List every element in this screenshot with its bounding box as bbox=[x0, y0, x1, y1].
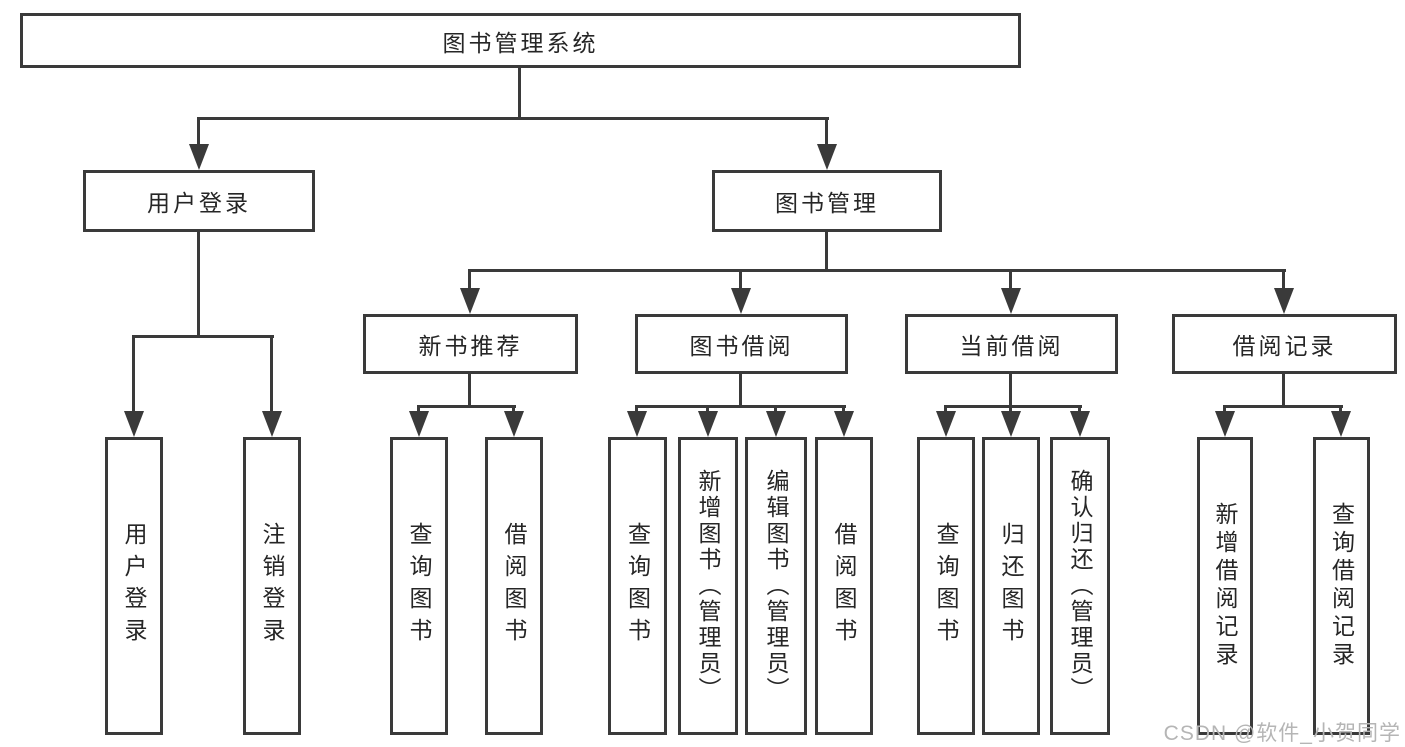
leaf-label: 查询图书 bbox=[406, 522, 432, 650]
leaf-confirm-return-admin: 确认归还（管理员） bbox=[1050, 437, 1110, 735]
arrow-down-icon bbox=[189, 144, 209, 170]
connector-line bbox=[842, 405, 845, 414]
arrow-down-icon bbox=[627, 411, 647, 437]
leaf-query-books-newbook: 查询图书 bbox=[390, 437, 448, 735]
arrow-down-icon bbox=[504, 411, 524, 437]
csdn-watermark: CSDN @软件_小贺同学 bbox=[1163, 722, 1401, 745]
connector-line bbox=[739, 269, 742, 290]
node-user-login: 用户登录 bbox=[83, 170, 315, 232]
connector-line bbox=[1009, 374, 1012, 408]
node-book-borrowing: 图书借阅 bbox=[635, 314, 848, 374]
leaf-add-borrow-record: 新增借阅记录 bbox=[1197, 437, 1253, 735]
arrow-down-icon bbox=[834, 411, 854, 437]
connector-line bbox=[944, 405, 1082, 408]
connector-line bbox=[1009, 269, 1012, 290]
connector-line bbox=[774, 405, 777, 414]
arrow-down-icon bbox=[936, 411, 956, 437]
connector-line bbox=[1223, 405, 1343, 408]
arrow-down-icon bbox=[1331, 411, 1351, 437]
arrow-down-icon bbox=[460, 288, 480, 314]
leaf-label: 新增借阅记录 bbox=[1212, 502, 1238, 670]
node-borrowing-records: 借阅记录 bbox=[1172, 314, 1397, 374]
arrow-down-icon bbox=[766, 411, 786, 437]
connector-line bbox=[706, 405, 709, 414]
connector-line bbox=[197, 117, 829, 120]
leaf-label: 注销登录 bbox=[259, 522, 285, 650]
connector-line bbox=[417, 405, 516, 408]
connector-line bbox=[468, 374, 471, 408]
connector-line bbox=[825, 117, 828, 145]
connector-line bbox=[825, 232, 828, 272]
leaf-label: 确认归还（管理员） bbox=[1067, 469, 1093, 703]
node-label: 用户登录 bbox=[147, 190, 251, 216]
arrow-down-icon bbox=[409, 411, 429, 437]
connector-line bbox=[518, 68, 521, 120]
root-node-label: 图书管理系统 bbox=[442, 29, 599, 56]
leaf-label: 借阅图书 bbox=[831, 522, 857, 650]
arrow-down-icon bbox=[1001, 411, 1021, 437]
node-current-borrowing: 当前借阅 bbox=[905, 314, 1118, 374]
leaf-label: 查询图书 bbox=[624, 522, 651, 650]
node-label: 新书推荐 bbox=[418, 333, 523, 359]
leaf-label: 新增图书（管理员） bbox=[695, 469, 721, 703]
connector-line bbox=[417, 405, 420, 414]
leaf-label: 查询借阅记录 bbox=[1328, 502, 1355, 670]
arrow-down-icon bbox=[817, 144, 837, 170]
leaf-label: 编辑图书（管理员） bbox=[763, 469, 789, 703]
node-label: 图书管理 bbox=[775, 190, 879, 216]
connector-line bbox=[197, 117, 200, 145]
leaf-edit-book-admin: 编辑图书（管理员） bbox=[745, 437, 807, 735]
leaf-user-login: 用户登录 bbox=[105, 437, 163, 735]
node-label: 借阅记录 bbox=[1232, 333, 1337, 359]
leaf-query-books-current: 查询图书 bbox=[917, 437, 975, 735]
root-node-library-management-system: 图书管理系统 bbox=[20, 13, 1021, 68]
leaf-borrow-books-borrowing: 借阅图书 bbox=[815, 437, 873, 735]
connector-line bbox=[468, 269, 1286, 272]
leaf-label: 查询图书 bbox=[933, 522, 959, 650]
node-book-management: 图书管理 bbox=[712, 170, 942, 232]
connector-line bbox=[635, 405, 846, 408]
leaf-label: 归还图书 bbox=[998, 522, 1024, 650]
connector-line bbox=[1223, 405, 1226, 414]
arrow-down-icon bbox=[262, 411, 282, 437]
arrow-down-icon bbox=[731, 288, 751, 314]
connector-line bbox=[944, 405, 947, 414]
leaf-query-borrow-record: 查询借阅记录 bbox=[1313, 437, 1370, 735]
connector-line bbox=[512, 405, 515, 414]
connector-line bbox=[468, 269, 471, 290]
arrow-down-icon bbox=[698, 411, 718, 437]
leaf-return-books: 归还图书 bbox=[982, 437, 1040, 735]
connector-line bbox=[270, 335, 273, 412]
arrow-down-icon bbox=[1215, 411, 1235, 437]
connector-line bbox=[635, 405, 638, 414]
leaf-logout: 注销登录 bbox=[243, 437, 301, 735]
arrow-down-icon bbox=[124, 411, 144, 437]
connector-line bbox=[1282, 269, 1285, 290]
connector-line bbox=[1282, 374, 1285, 408]
node-label: 当前借阅 bbox=[959, 333, 1064, 359]
leaf-query-books-borrowing: 查询图书 bbox=[608, 437, 667, 735]
connector-line bbox=[1078, 405, 1081, 414]
arrow-down-icon bbox=[1274, 288, 1294, 314]
arrow-down-icon bbox=[1001, 288, 1021, 314]
leaf-borrow-books-newbook: 借阅图书 bbox=[485, 437, 543, 735]
connector-line bbox=[197, 232, 200, 338]
connector-line bbox=[132, 335, 135, 412]
leaf-label: 借阅图书 bbox=[501, 522, 527, 650]
node-new-book-recommendation: 新书推荐 bbox=[363, 314, 578, 374]
node-label: 图书借阅 bbox=[689, 333, 794, 359]
connector-line bbox=[739, 374, 742, 408]
leaf-label: 用户登录 bbox=[121, 522, 147, 650]
connector-line bbox=[1009, 405, 1012, 414]
connector-line bbox=[1339, 405, 1342, 414]
connector-line bbox=[132, 335, 274, 338]
leaf-add-book-admin: 新增图书（管理员） bbox=[678, 437, 738, 735]
arrow-down-icon bbox=[1070, 411, 1090, 437]
